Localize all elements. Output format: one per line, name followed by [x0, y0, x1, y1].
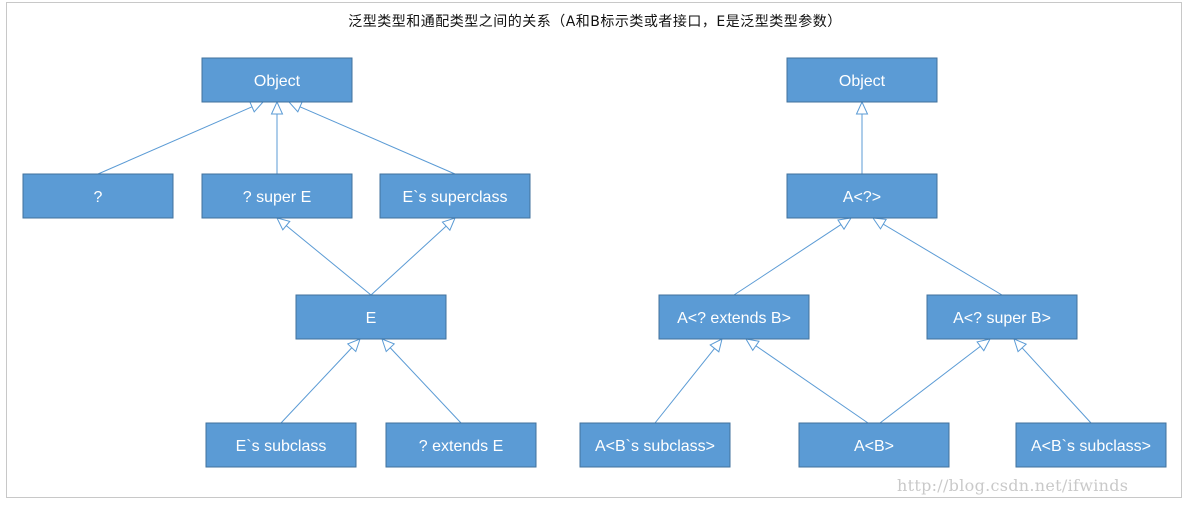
node-r-a-b-subclass-1: A<B`s subclass> — [579, 422, 731, 468]
watermark-url: http://blog.csdn.net/ifwinds — [897, 476, 1129, 495]
node-box — [201, 57, 353, 103]
node-r-a-b: A<B> — [798, 422, 950, 468]
hollow-arrowhead-icon — [1013, 338, 1028, 353]
hollow-arrowhead-icon — [270, 100, 284, 115]
hollow-arrowhead-icon — [346, 338, 361, 353]
edge-L_extends_e-to-L_e — [389, 347, 462, 424]
node-r-a-b-subclass-2: A<B`s subclass> — [1015, 422, 1167, 468]
node-box — [658, 294, 810, 340]
hollow-arrowhead-icon — [276, 217, 291, 231]
node-l-extends-e: ? extends E — [385, 422, 537, 468]
node-l-object: Object — [201, 57, 353, 103]
node-label: A<B`s subclass> — [595, 438, 715, 455]
node-l-e-subclass: E`s subclass — [205, 422, 357, 468]
node-label: Object — [254, 73, 301, 90]
edge-R_a_b_subclass_1-to-R_a_extends_b — [654, 348, 715, 424]
node-label: ? — [94, 189, 103, 206]
node-label: A<B`s subclass> — [1031, 438, 1151, 455]
edge-R_a_extends_b-to-R_a_wild — [733, 224, 842, 296]
node-box — [295, 294, 447, 340]
edge-L_e-to-L_super_e — [285, 225, 372, 296]
node-label: E — [366, 310, 377, 327]
node-r-a-super-b: A<? super B> — [926, 294, 1078, 340]
node-label: A<B> — [854, 438, 894, 455]
edge-R_a_super_b-to-R_a_wild — [883, 223, 1003, 296]
edge-L_e-to-L_e_superclass — [370, 225, 447, 296]
node-label: E`s superclass — [403, 189, 508, 206]
node-box — [379, 173, 531, 219]
node-box — [786, 173, 938, 219]
node-box — [798, 422, 950, 468]
edge-L_e_superclass-to-L_object — [299, 106, 456, 175]
node-label: E`s subclass — [236, 438, 327, 455]
node-label: ? extends E — [419, 438, 504, 455]
node-box — [926, 294, 1078, 340]
node-label: Object — [839, 73, 886, 90]
hollow-arrowhead-icon — [976, 338, 991, 352]
node-label: A<?> — [843, 189, 881, 206]
node-box — [205, 422, 357, 468]
edge-L_e_subclass-to-L_e — [280, 347, 353, 424]
hollow-arrowhead-icon — [855, 100, 869, 115]
hollow-arrowhead-icon — [287, 101, 303, 113]
edge-R_a_b-to-R_a_super_b — [879, 345, 981, 424]
node-l-e: E — [295, 294, 447, 340]
node-r-object: Object — [786, 57, 938, 103]
node-l-unbounded: ? — [22, 173, 174, 219]
edge-R_a_b-to-R_a_extends_b — [755, 345, 869, 424]
hollow-arrowhead-icon — [871, 217, 887, 230]
hollow-arrowhead-icon — [745, 338, 760, 352]
node-box — [385, 422, 537, 468]
edge-R_a_b_subclass_2-to-R_a_super_b — [1021, 347, 1092, 424]
node-l-e-superclass: E`s superclass — [379, 173, 531, 219]
node-label: A<? extends B> — [677, 310, 791, 327]
node-box — [579, 422, 731, 468]
edge-L_unbounded-to-L_object — [97, 106, 253, 175]
hollow-arrowhead-icon — [837, 217, 853, 231]
edges-layer — [97, 106, 1092, 424]
hollow-arrowhead-icon — [441, 217, 456, 232]
node-label: ? super E — [243, 189, 311, 206]
node-l-super-e: ? super E — [201, 173, 353, 219]
hollow-arrowhead-icon — [381, 338, 396, 353]
node-box — [22, 173, 174, 219]
hollow-arrowhead-icon — [249, 101, 265, 113]
node-box — [1015, 422, 1167, 468]
diagram-title: 泛型类型和通配类型之间的关系（A和B标示类或者接口，E是泛型类型参数） — [348, 14, 842, 30]
node-box — [786, 57, 938, 103]
node-box — [201, 173, 353, 219]
hollow-arrowhead-icon — [709, 338, 723, 353]
node-r-a-extends-b: A<? extends B> — [658, 294, 810, 340]
node-r-a-wild: A<?> — [786, 173, 938, 219]
node-label: A<? super B> — [953, 310, 1051, 327]
